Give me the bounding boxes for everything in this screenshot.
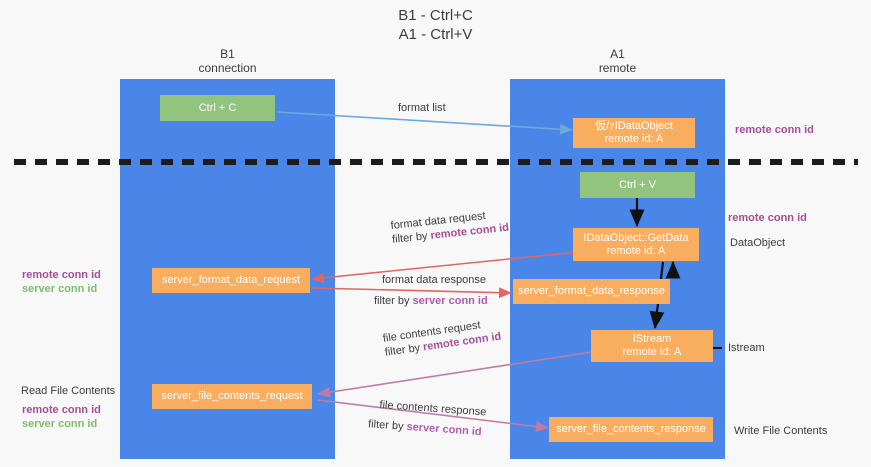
- diagram-title: B1 - Ctrl+C A1 - Ctrl+V: [0, 6, 871, 44]
- column-header-b1-name: B1: [220, 47, 235, 61]
- edge-label-format-data-response: format data response filter by server co…: [374, 273, 488, 308]
- node-istream-remote-id: remote id: A: [622, 346, 682, 358]
- node-idataobject-remote-id: remote id: A: [604, 133, 664, 145]
- node-idataobject-getdata-remote-id: remote id: A: [606, 244, 666, 257]
- column-header-a1-sub: remote: [598, 61, 637, 75]
- annotation-left-remote-conn-id-bottom: remote conn id: [22, 404, 101, 416]
- node-ctrl-c[interactable]: Ctrl + C: [160, 95, 275, 121]
- annotation-right-remote-conn-id-top: remote conn id: [735, 124, 814, 136]
- node-server-file-contents-request-label: server_file_contents_request: [161, 390, 303, 402]
- column-header-b1: B1 connection: [120, 47, 335, 75]
- edge-label-file-contents-request-filter-prefix: filter by: [384, 341, 424, 359]
- annotation-right-remote-conn-id-mid: remote conn id: [728, 212, 807, 224]
- annotation-left-server-conn-id-mid: server conn id: [22, 283, 98, 295]
- annotation-right-istream: Istream: [728, 342, 765, 354]
- node-idataobject-getdata-label: IDataObject::GetData: [583, 231, 689, 244]
- node-server-file-contents-response[interactable]: server_file_contents_response: [549, 417, 713, 442]
- annotation-left-server-conn-id-bottom: server conn id: [22, 418, 98, 430]
- edge-label-format-list: format list: [398, 101, 446, 115]
- edge-label-file-contents-response-filter-key: server conn id: [406, 420, 483, 439]
- node-ctrl-v-label: Ctrl + V: [619, 178, 656, 191]
- node-idataobject-getdata[interactable]: IDataObject::GetData remote id: A: [573, 228, 699, 261]
- edge-label-format-data-request-filter-prefix: filter by: [391, 229, 432, 246]
- node-server-format-data-request[interactable]: server_format_data_request: [152, 268, 310, 293]
- edge-label-file-contents-request: file contents request filter by remote c…: [382, 316, 502, 360]
- node-server-file-contents-request[interactable]: server_file_contents_request: [152, 384, 312, 409]
- title-line-2: A1 - Ctrl+V: [398, 26, 473, 43]
- column-header-b1-sub: connection: [198, 61, 257, 75]
- node-idataobject-label: 仮/ｧIDataObject: [595, 120, 673, 132]
- annotation-right-write-file-contents: Write File Contents: [734, 425, 828, 437]
- edge-label-format-list-text: format list: [398, 102, 446, 114]
- node-idataobject[interactable]: 仮/ｧIDataObject remote id: A: [573, 118, 695, 148]
- node-ctrl-c-label: Ctrl + C: [198, 101, 237, 114]
- node-server-format-data-request-label: server_format_data_request: [161, 274, 301, 286]
- node-istream[interactable]: IStream remote id: A: [591, 330, 713, 362]
- annotation-left-remote-conn-id-mid: remote conn id: [22, 269, 101, 281]
- edge-label-format-data-response-filter-key: server conn id: [412, 295, 488, 307]
- annotation-right-dataobject: DataObject: [730, 237, 786, 249]
- column-header-a1: A1 remote: [510, 47, 725, 75]
- node-server-format-data-response-label: server_format_data_response: [518, 285, 665, 297]
- edge-label-format-data-response-filter-prefix: filter by: [374, 295, 413, 307]
- edge-label-file-contents-response-text: file contents response: [379, 398, 487, 419]
- node-ctrl-v[interactable]: Ctrl + V: [580, 172, 695, 198]
- edge-label-file-contents-response-filter-prefix: filter by: [367, 418, 407, 433]
- node-istream-label: IStream: [632, 333, 672, 345]
- edge-label-format-data-request: format data request filter by remote con…: [390, 207, 510, 247]
- edge-label-file-contents-response: file contents response filter by server …: [368, 398, 487, 439]
- annotation-left-read-file-contents: Read File Contents: [21, 385, 116, 397]
- column-header-a1-name: A1: [610, 47, 625, 61]
- edge-label-format-data-response-text: format data response: [382, 274, 486, 286]
- node-server-file-contents-response-label: server_file_contents_response: [556, 423, 706, 435]
- node-server-format-data-response[interactable]: server_format_data_response: [513, 279, 670, 304]
- title-line-1: B1 - Ctrl+C: [398, 7, 473, 24]
